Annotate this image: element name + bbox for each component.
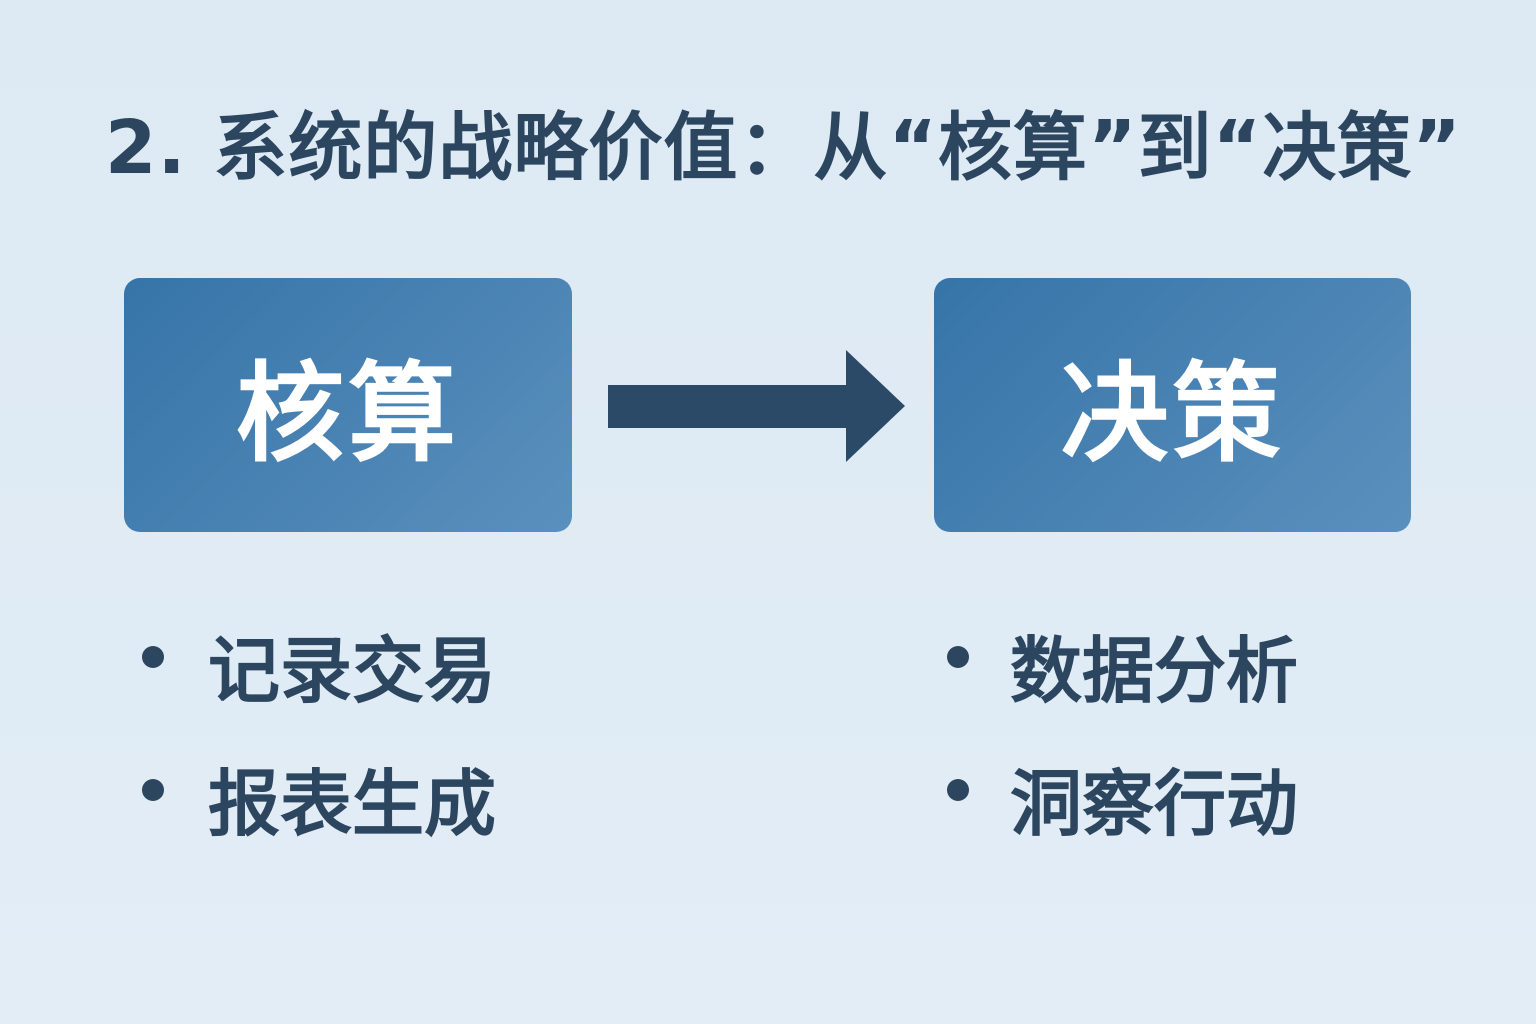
- left-bullet-1: 记录交易: [208, 629, 497, 713]
- slide-title: 2. 系统的战略价值：从“核算”到“决策”: [105, 105, 1462, 191]
- left-bullet-2: 报表生成: [208, 762, 497, 846]
- bullet-dot: [142, 779, 164, 801]
- arrow-right-icon: [608, 350, 905, 462]
- decision-box: 决策: [934, 278, 1411, 532]
- right-bullet-2: 洞察行动: [1010, 762, 1299, 846]
- bullet-dot: [947, 646, 969, 668]
- bullet-dot: [947, 779, 969, 801]
- bullet-dot: [142, 646, 164, 668]
- decision-box-label: 决策: [1060, 352, 1285, 477]
- right-bullet-1: 数据分析: [1010, 629, 1299, 713]
- accounting-box-label: 核算: [235, 352, 460, 477]
- accounting-box: 核算: [124, 278, 572, 532]
